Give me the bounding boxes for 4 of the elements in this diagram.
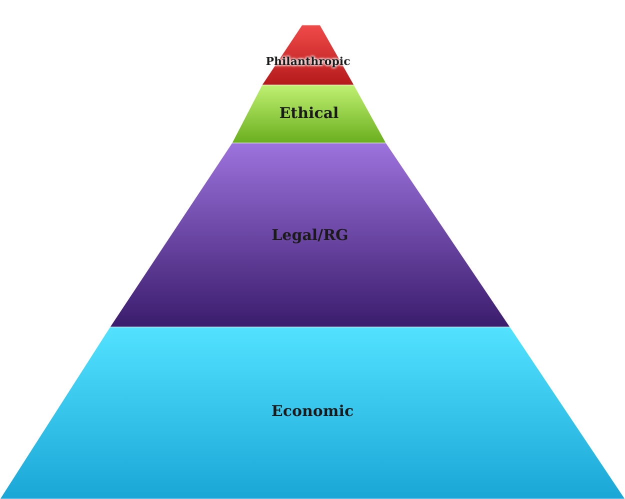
tier-label: Economic (271, 402, 354, 420)
pyramid-tier (0, 327, 625, 499)
tier-label: Ethical (279, 104, 339, 122)
tier-label: Legal/RG (272, 226, 348, 244)
